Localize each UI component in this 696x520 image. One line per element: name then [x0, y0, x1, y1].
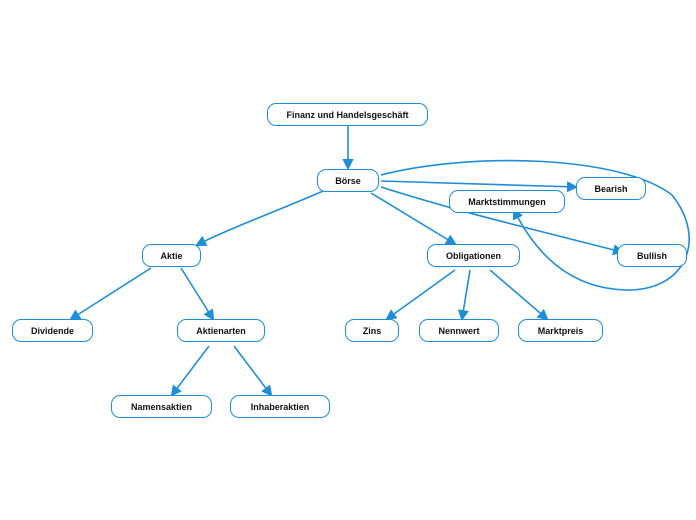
node-dividende[interactable]: Dividende — [12, 319, 93, 342]
edge-aktienarten-namensaktien — [170, 345, 210, 397]
edge-obligationen-nennwert — [457, 269, 471, 322]
edge-boerse-bullish — [380, 186, 625, 256]
node-zins[interactable]: Zins — [345, 319, 399, 342]
node-bearish[interactable]: Bearish — [576, 177, 646, 200]
node-nennwert[interactable]: Nennwert — [419, 319, 499, 342]
edge-obligationen-zins — [385, 269, 456, 321]
edge-boerse-marktstimmungen-loop — [380, 159, 690, 291]
node-namensaktien[interactable]: Namensaktien — [111, 395, 212, 418]
node-obligationen[interactable]: Obligationen — [427, 244, 520, 267]
node-marktpreis[interactable]: Marktpreis — [518, 319, 603, 342]
edge-obligationen-marktpreis — [489, 269, 549, 321]
edge-aktienarten-inhaberaktien — [233, 345, 273, 397]
node-boerse[interactable]: Börse — [317, 169, 379, 192]
node-bullish[interactable]: Bullish — [617, 244, 687, 267]
edge-boerse-bearish — [380, 180, 579, 193]
node-aktie[interactable]: Aktie — [142, 244, 201, 267]
edge-aktie-aktienarten — [180, 267, 215, 321]
node-aktienarten[interactable]: Aktienarten — [177, 319, 265, 342]
edge-boerse-aktie — [195, 190, 324, 247]
node-marktstimmungen[interactable]: Marktstimmungen — [449, 190, 565, 213]
edge-boerse-obligationen — [370, 192, 457, 246]
node-root[interactable]: Finanz und Handelsgeschäft — [267, 103, 428, 126]
node-inhaberaktien[interactable]: Inhaberaktien — [230, 395, 330, 418]
edge-aktie-dividende — [69, 267, 152, 321]
